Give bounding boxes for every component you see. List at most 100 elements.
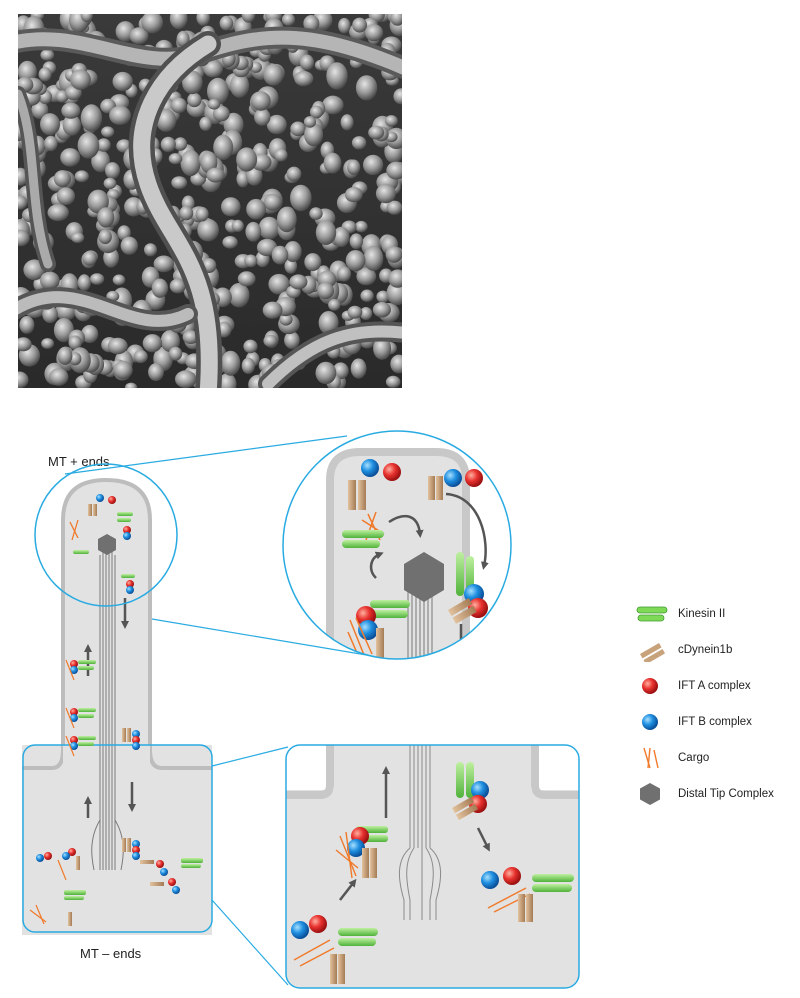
microvillus xyxy=(207,98,221,110)
cargo-icon xyxy=(643,747,659,769)
microvillus xyxy=(344,187,363,203)
microvillus xyxy=(112,274,126,286)
microvillus xyxy=(170,97,187,114)
microvillus xyxy=(322,95,344,115)
microvillus xyxy=(303,116,317,128)
microvillus xyxy=(364,24,384,42)
microvillus xyxy=(74,170,89,183)
microvillus xyxy=(18,229,30,247)
microvillus xyxy=(91,150,110,173)
legend-item-ift-b: IFT B complex xyxy=(634,710,752,734)
microvillus xyxy=(169,278,186,294)
microvillus xyxy=(187,92,202,108)
microvillus xyxy=(96,138,111,152)
microvillus xyxy=(376,290,390,303)
microvillus xyxy=(347,159,361,175)
microvillus xyxy=(271,245,289,265)
legend-label: Cargo xyxy=(678,752,710,764)
microvillus xyxy=(160,136,176,153)
microvillus xyxy=(332,226,350,247)
microvillus xyxy=(363,245,384,271)
mt-plus-ends-label: MT + ends xyxy=(48,454,110,469)
microvillus xyxy=(223,112,244,137)
microvillus xyxy=(40,271,60,290)
cilia-strands xyxy=(18,26,402,388)
microvillus xyxy=(56,187,75,206)
legend-label: IFT A complex xyxy=(678,680,751,692)
microvillus xyxy=(53,170,71,188)
legend-label: IFT B complex xyxy=(678,716,752,728)
ift-b-icon xyxy=(642,714,658,730)
microvillus xyxy=(120,236,138,255)
microvillus xyxy=(284,258,298,274)
microvillus xyxy=(315,220,337,246)
microvillus xyxy=(160,329,180,353)
dynein-icon xyxy=(640,643,666,662)
microvillus xyxy=(80,14,93,23)
microvillus xyxy=(350,358,367,379)
microvillus xyxy=(182,70,203,95)
microvillus xyxy=(309,207,323,220)
microvillus xyxy=(263,334,278,348)
microvillus xyxy=(393,88,402,105)
microvillus xyxy=(173,137,188,151)
microvillus xyxy=(303,15,320,32)
microvillus xyxy=(151,278,169,298)
microvillus xyxy=(117,225,131,241)
microvillus xyxy=(354,220,368,233)
microvillus xyxy=(258,216,280,240)
microvillus xyxy=(42,305,58,324)
microvillus xyxy=(386,161,402,180)
microvillus xyxy=(49,368,69,386)
microvillus xyxy=(266,114,287,135)
microvillus xyxy=(18,337,32,352)
microvillus xyxy=(390,14,402,26)
microvillus xyxy=(212,105,230,122)
microvillus xyxy=(236,147,258,172)
microvillus xyxy=(231,219,244,232)
microvillus xyxy=(97,207,115,228)
microvillus xyxy=(31,101,49,119)
microvillus xyxy=(105,162,120,179)
microvillus xyxy=(229,73,250,98)
microvillus xyxy=(70,69,91,90)
microvillus xyxy=(243,339,258,354)
microvillus xyxy=(19,316,35,334)
microvillus xyxy=(368,125,385,140)
microvillus xyxy=(340,114,354,131)
microvillus xyxy=(241,357,255,374)
microvillus xyxy=(290,121,306,137)
microvillus xyxy=(356,267,377,286)
kinesin-icon xyxy=(636,606,668,622)
microvillus xyxy=(289,274,308,290)
microvillus xyxy=(195,206,209,222)
microvillus xyxy=(338,17,351,34)
microvillus xyxy=(284,241,302,262)
microvillus xyxy=(71,232,85,244)
microvillus xyxy=(241,14,256,23)
legend-item-cargo: Cargo xyxy=(634,746,709,770)
legend-item-ift-a: IFT A complex xyxy=(634,674,751,698)
schematic-particles xyxy=(29,494,203,926)
microvillus xyxy=(372,302,391,318)
microvillus xyxy=(207,77,229,105)
microvillus xyxy=(245,221,262,242)
microvillus xyxy=(220,350,241,376)
tip-zoom-view xyxy=(282,430,512,660)
microvillus xyxy=(351,136,367,150)
microvillus xyxy=(384,115,398,127)
base-callout-rect xyxy=(22,744,213,933)
distal-tip-icon xyxy=(640,783,660,805)
ift-a-icon xyxy=(642,678,658,694)
microvillus xyxy=(168,346,183,361)
microvillus xyxy=(38,67,52,82)
legend-label: cDynein1b xyxy=(678,644,733,656)
microvillus xyxy=(169,14,188,30)
microvillus xyxy=(101,126,115,138)
microvillus xyxy=(179,205,194,221)
microvillus xyxy=(309,105,323,119)
microvillus xyxy=(213,134,234,160)
microvillus xyxy=(363,154,384,176)
mt-minus-ends-label: MT – ends xyxy=(80,946,142,961)
tip-callout-circle xyxy=(34,463,178,607)
